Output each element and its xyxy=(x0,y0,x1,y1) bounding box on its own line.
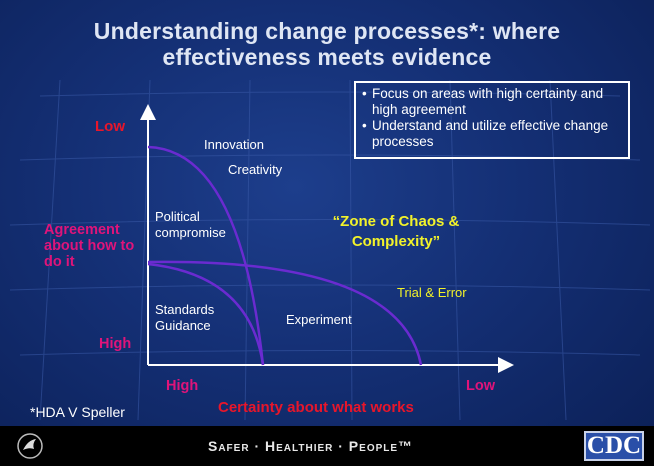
y-axis-low-label: Low xyxy=(95,118,125,135)
x-axis-low-label: Low xyxy=(466,378,495,394)
note-box: Focus on areas with high certainty and h… xyxy=(354,81,630,159)
x-axis-high-label: High xyxy=(166,378,199,394)
slide-title-line-1: Understanding change processes*: where xyxy=(93,18,561,44)
region-experiment: Experiment xyxy=(286,312,352,327)
footer-tagline: Safer · Healthier · People™ xyxy=(208,438,414,454)
cdc-logo: CDC xyxy=(584,431,644,461)
note-bullet: Understand and utilize effective change … xyxy=(362,118,622,150)
region-standards-guidance: Standards Guidance xyxy=(155,302,215,333)
curve-trial xyxy=(147,260,423,366)
footer-bar xyxy=(0,426,654,466)
y-axis-title: Agreement about how to do it xyxy=(44,222,135,270)
curve-outer xyxy=(147,145,265,366)
note-bullet: Focus on areas with high certainty and h… xyxy=(362,86,622,118)
y-axis-high-label: High xyxy=(99,336,132,352)
region-innovation: Innovation xyxy=(204,137,264,152)
slide-title-line-2: effectiveness meets evidence xyxy=(162,44,492,70)
region-creativity: Creativity xyxy=(228,162,283,177)
region-political-compromise: Political compromise xyxy=(155,209,226,240)
region-trial-error: Trial & Error xyxy=(397,285,467,300)
footnote: *HDA V Speller xyxy=(30,404,125,420)
hhs-eagle-icon xyxy=(17,433,43,459)
region-zone-of-chaos: “Zone of Chaos & Complexity” xyxy=(332,213,460,250)
x-axis-title: Certainty about what works xyxy=(218,399,414,416)
curve-middle xyxy=(147,262,265,366)
